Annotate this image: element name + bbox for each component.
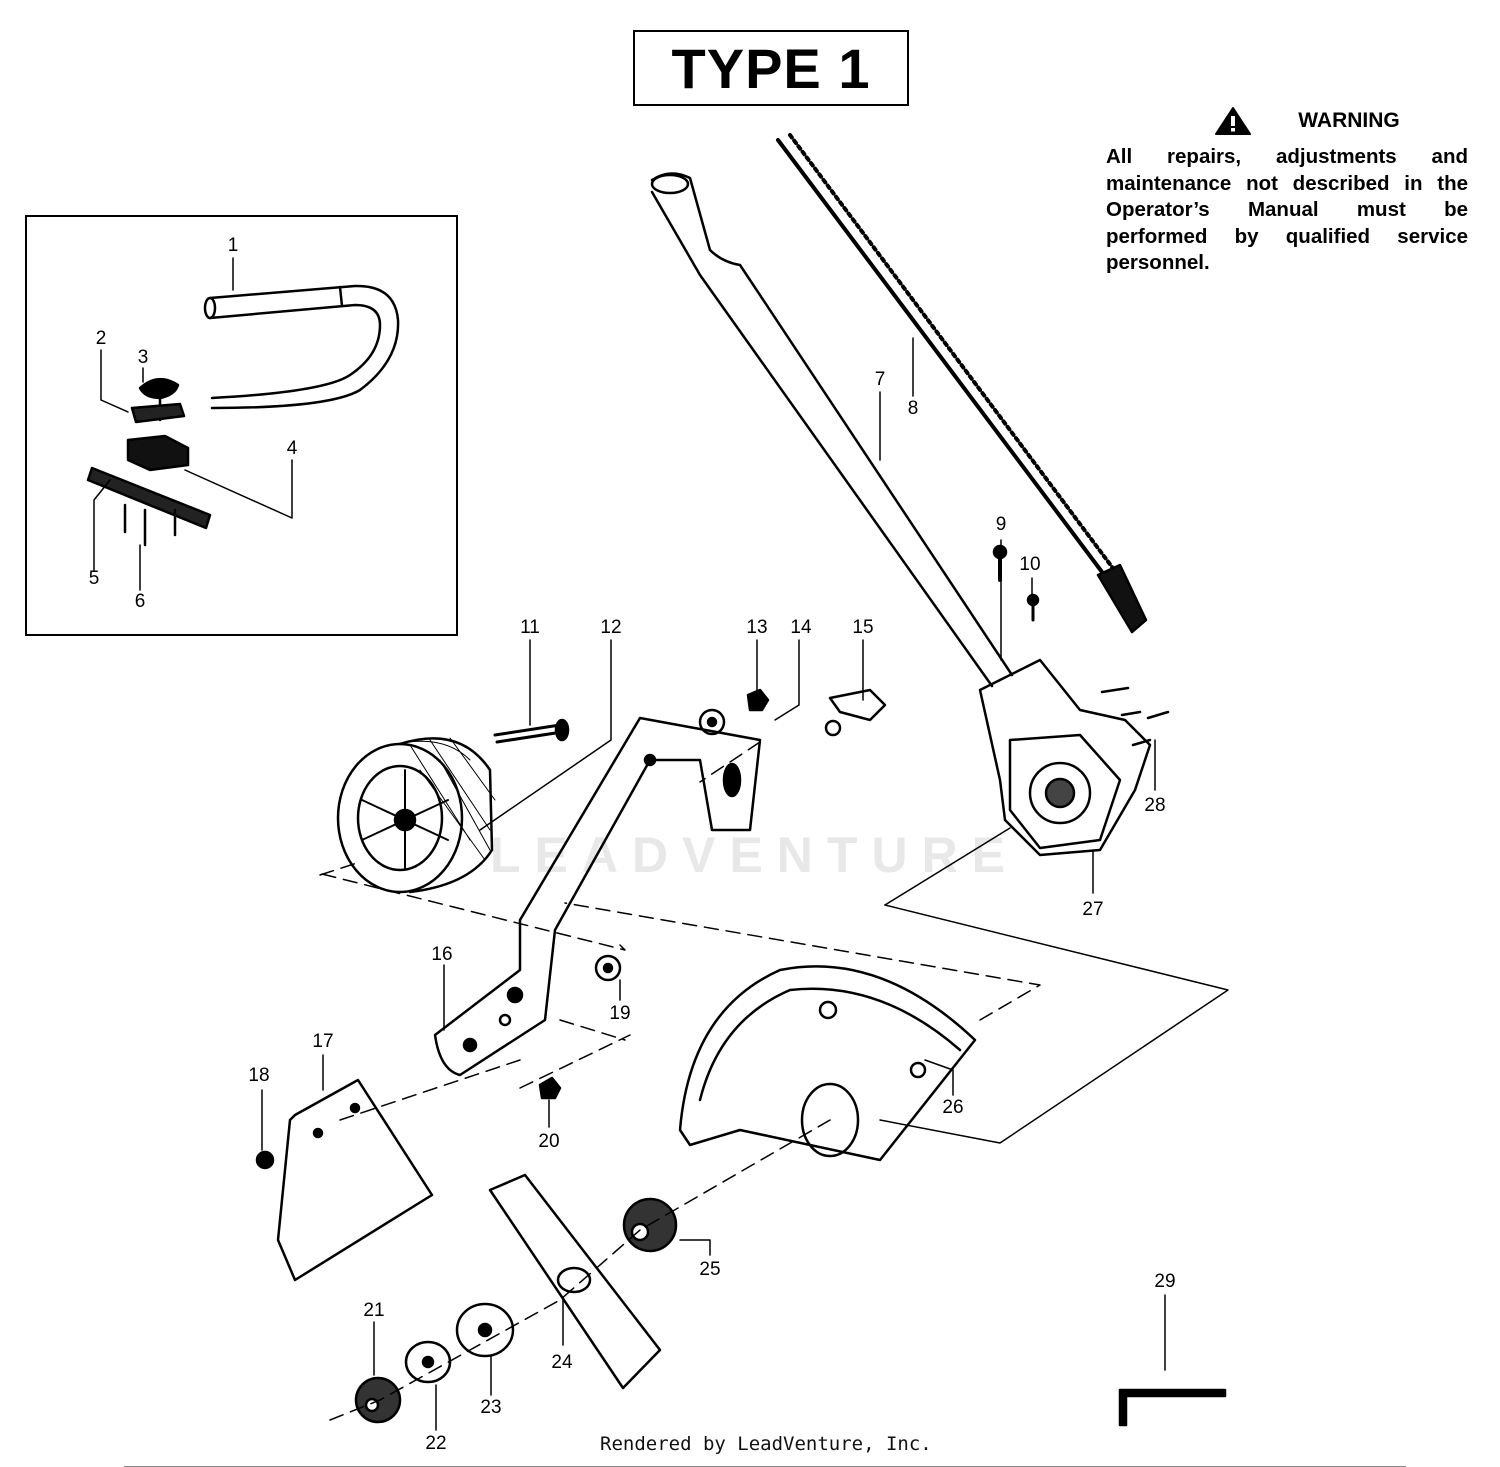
edger-arm-part [433, 716, 762, 1077]
part-label-29: 29 [1154, 1271, 1176, 1292]
warning-triangle-icon [1215, 107, 1252, 135]
handle-tube-part [203, 284, 400, 410]
guard-plate-part [255, 1078, 434, 1282]
part-label-11: 11 [520, 617, 540, 638]
part-label-5: 5 [88, 568, 100, 589]
part-label-27: 27 [1082, 899, 1104, 920]
warning-header: WARNING [1146, 106, 1468, 136]
part-label-10: 10 [1019, 554, 1041, 575]
part-label-17: 17 [312, 1031, 334, 1052]
part-label-16: 16 [431, 944, 453, 965]
hex-wrench-part [1118, 1388, 1227, 1427]
wheel-part [336, 718, 570, 894]
assembly-lines [319, 741, 1041, 1421]
part-label-15: 15 [852, 617, 874, 638]
part-label-7: 7 [874, 369, 886, 390]
part-label-19: 19 [609, 1003, 631, 1024]
warning-heading: WARNING [1298, 109, 1400, 132]
blade-part [488, 1173, 662, 1390]
handle-clamp-parts [86, 378, 212, 547]
part-label-25: 25 [699, 1259, 721, 1280]
blade-guard-part [678, 965, 977, 1162]
part-label-24: 24 [551, 1352, 573, 1373]
part-label-8: 8 [907, 398, 919, 419]
outline-lines [879, 827, 1229, 1144]
footer-credit: Rendered by LeadVenture, Inc. [600, 1433, 932, 1455]
part-label-26: 26 [942, 1097, 964, 1118]
part-label-6: 6 [134, 591, 146, 612]
gear-head-part [978, 544, 1170, 857]
part-label-28: 28 [1144, 795, 1166, 816]
part-label-20: 20 [538, 1131, 560, 1152]
part-label-1: 1 [227, 235, 239, 256]
part-label-3: 3 [137, 347, 149, 368]
part-label-18: 18 [248, 1065, 270, 1086]
part-label-9: 9 [995, 514, 1007, 535]
leader-lines [93, 257, 1166, 1431]
warning-note: WARNING All repairs, adjustments and mai… [1106, 106, 1468, 277]
title-box: TYPE 1 [633, 30, 909, 106]
warning-text: All repairs, adjustments and maintenance… [1106, 145, 1468, 274]
boom-tube-part [650, 172, 1014, 688]
part-label-2: 2 [95, 328, 107, 349]
part-label-13: 13 [746, 617, 768, 638]
part-label-14: 14 [790, 617, 812, 638]
hardware-parts [538, 688, 887, 1100]
part-label-12: 12 [600, 617, 622, 638]
drive-shaft-part [776, 133, 1148, 634]
part-label-21: 21 [363, 1300, 385, 1321]
part-label-23: 23 [480, 1397, 502, 1418]
part-label-4: 4 [286, 438, 298, 459]
page-title: TYPE 1 [671, 36, 871, 100]
part-label-22: 22 [425, 1433, 447, 1454]
handle-inset-box [25, 215, 458, 636]
watermark: LEADVENTURE [490, 827, 1020, 883]
